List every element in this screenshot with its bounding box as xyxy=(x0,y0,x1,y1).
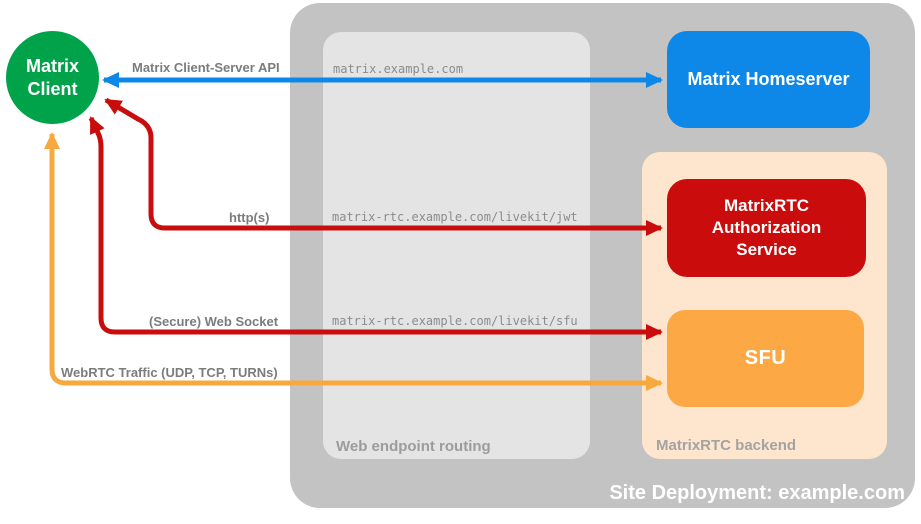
webrtc-traffic-label: WebRTC Traffic (UDP, TCP, TURNs) xyxy=(61,365,278,380)
sfu-node: SFU xyxy=(667,310,864,407)
auth-service-node: MatrixRTC Authorization Service xyxy=(667,179,866,277)
endpoint-livekit-jwt: matrix-rtc.example.com/livekit/jwt xyxy=(332,210,578,224)
matrix-homeserver-node: Matrix Homeserver xyxy=(667,31,870,128)
web-endpoint-routing-box xyxy=(323,32,590,459)
client-server-api-label: Matrix Client-Server API xyxy=(132,60,280,75)
endpoint-livekit-sfu: matrix-rtc.example.com/livekit/sfu xyxy=(332,314,578,328)
matrix-homeserver-label: Matrix Homeserver xyxy=(687,69,850,89)
https-label: http(s) xyxy=(229,210,270,225)
matrixrtc-backend-label: MatrixRTC backend xyxy=(656,437,797,454)
web-endpoint-routing-label: Web endpoint routing xyxy=(336,438,491,455)
auth-service-label: MatrixRTC Authorization Service xyxy=(711,195,822,260)
sfu-label: SFU xyxy=(744,347,787,369)
endpoint-matrix: matrix.example.com xyxy=(333,62,464,76)
site-deployment-label: Site Deployment: example.com xyxy=(609,482,905,504)
websocket-label: (Secure) Web Socket xyxy=(149,314,279,329)
